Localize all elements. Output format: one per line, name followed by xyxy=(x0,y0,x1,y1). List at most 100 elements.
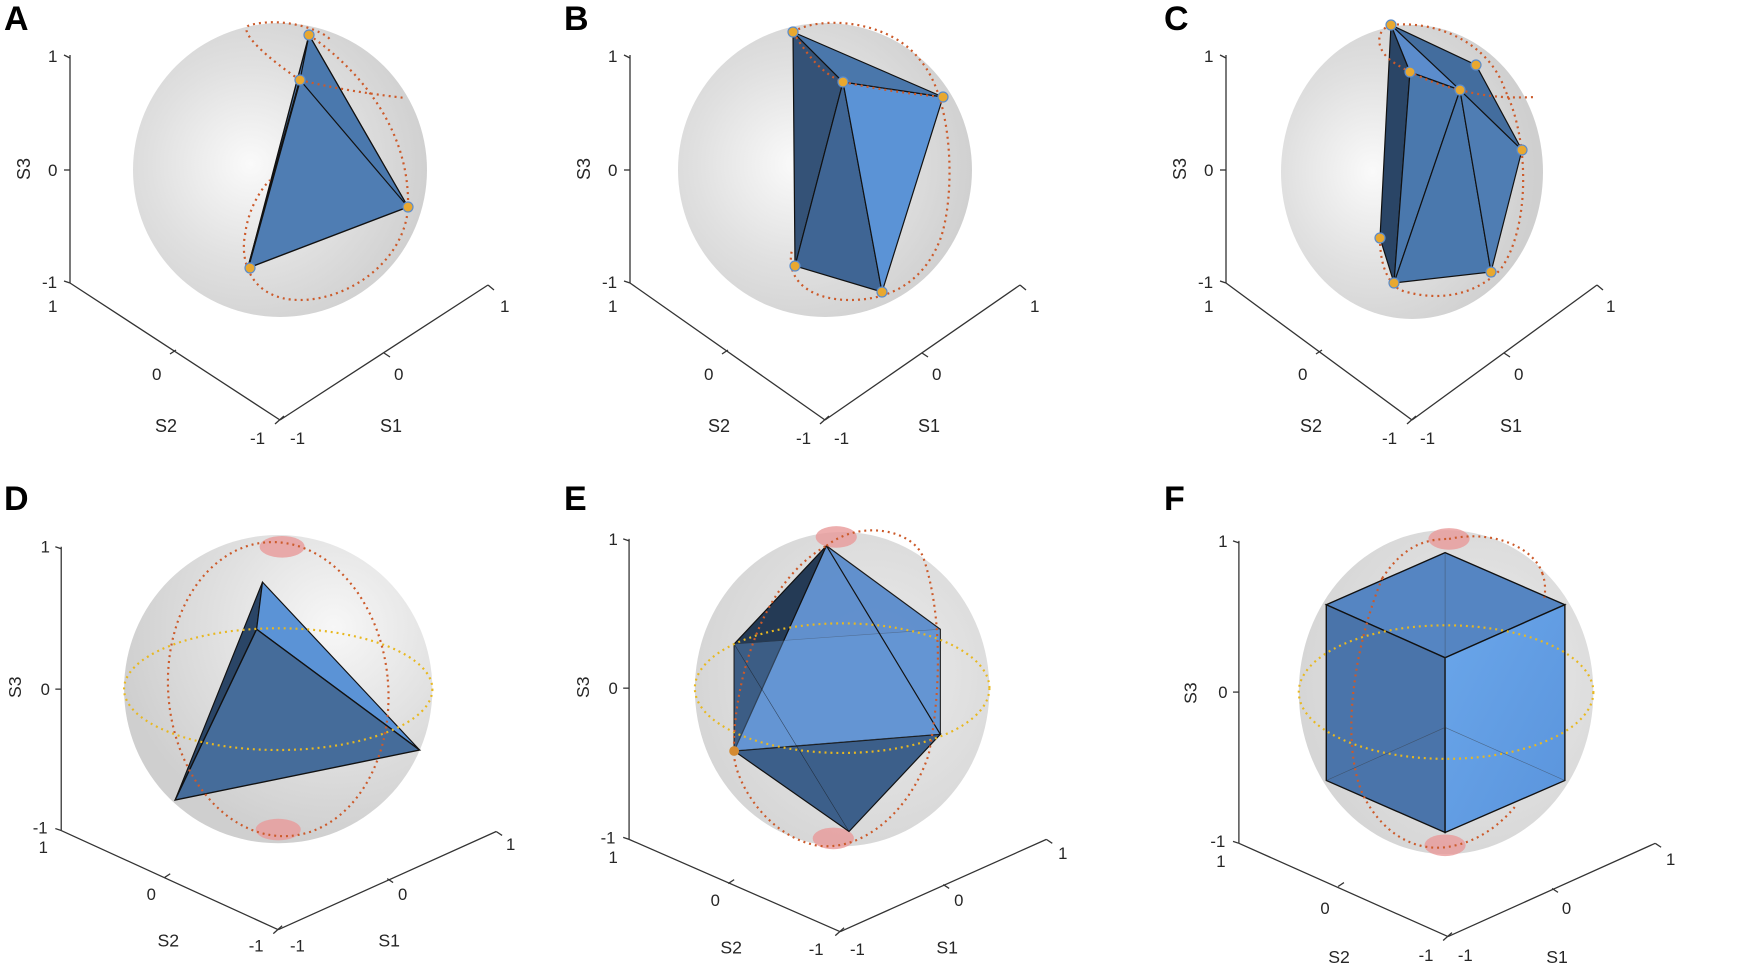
polyhedron-face xyxy=(732,733,942,833)
s3-label: S3 xyxy=(573,676,593,698)
s2-tick: 1 xyxy=(1216,852,1225,871)
s2-tick: 1 xyxy=(1204,297,1213,316)
poincare-sphere-plot: 1 0 -1 S3 1 0 -1 S2 -1 0 1 S1 xyxy=(1181,528,1675,967)
s1-tick: 1 xyxy=(500,297,509,316)
s3-tick: 0 xyxy=(1204,161,1213,180)
pole-patch xyxy=(255,818,301,841)
s2-tick: 0 xyxy=(1320,899,1329,918)
panel-letter: F xyxy=(1164,480,1185,518)
poincare-sphere-plot: 1 0 -1 S3 1 0 -1 S2 -1 0 1 S1 xyxy=(573,526,1067,959)
panel-b: B 1 xyxy=(560,0,1140,488)
s2-tick: 0 xyxy=(704,365,713,384)
pole-patch xyxy=(1424,834,1466,857)
panel-a: A xyxy=(0,0,580,488)
s2-tick: -1 xyxy=(809,940,824,959)
poincare-sphere-plot: 1 0 -1 S3 1 0 -1 S2 -1 0 1 S1 xyxy=(1170,19,1615,448)
s1-label: S1 xyxy=(936,937,958,957)
s3-label: S3 xyxy=(5,676,25,698)
polyhedron-face xyxy=(733,628,941,752)
s1-label: S1 xyxy=(1546,947,1568,967)
polyhedron-face xyxy=(792,31,944,98)
s3-tick: 0 xyxy=(608,679,617,698)
s2-label: S2 xyxy=(708,416,730,436)
s3-tick: 0 xyxy=(1218,683,1227,702)
s2-tick: 1 xyxy=(608,297,617,316)
s2-tick: 1 xyxy=(608,848,617,867)
vertex-markers xyxy=(787,26,949,298)
panel-letter: A xyxy=(4,0,29,38)
s2-tick: 0 xyxy=(152,365,161,384)
s2-tick: -1 xyxy=(796,429,811,448)
s2-tick: 0 xyxy=(1298,365,1307,384)
s1-tick: 1 xyxy=(1666,850,1675,869)
great-circle xyxy=(242,21,410,302)
s3-tick: -1 xyxy=(1210,832,1225,851)
s3-tick: 1 xyxy=(48,47,57,66)
vertex-markers xyxy=(1374,19,1528,289)
s2-label: S2 xyxy=(155,416,177,436)
s3-tick: 0 xyxy=(608,161,617,180)
s2-tick: -1 xyxy=(1419,946,1434,965)
s1-tick: 1 xyxy=(1606,297,1615,316)
s3-tick: -1 xyxy=(602,273,617,292)
s1-label: S1 xyxy=(1500,416,1522,436)
s3-label: S3 xyxy=(1170,158,1190,180)
s2-tick: 0 xyxy=(711,891,720,910)
panel-letter: D xyxy=(4,480,29,518)
polyhedron-face xyxy=(173,628,422,802)
polyhedron-face xyxy=(299,33,409,208)
s3-tick: -1 xyxy=(601,828,616,847)
s3-tick: 1 xyxy=(608,47,617,66)
poincare-sphere-plot: 1 0 -1 S3 1 0 -1 S2 -1 0 1 S1 xyxy=(574,21,1039,448)
s2-tick: 1 xyxy=(48,297,57,316)
s1-tick: 0 xyxy=(394,365,403,384)
s2-label: S2 xyxy=(1300,416,1322,436)
s1-tick: 0 xyxy=(932,365,941,384)
s1-tick: 0 xyxy=(1514,365,1523,384)
s1-tick: -1 xyxy=(1420,429,1435,448)
pole-patch xyxy=(815,526,857,548)
pole-patch xyxy=(1428,528,1470,550)
s3-tick: 1 xyxy=(41,538,50,557)
panel-d: D 1 0 -1 S3 1 0 xyxy=(0,480,580,968)
poincare-sphere-plot: 1 0 -1 S3 1 0 -1 S2 -1 0 1 S1 xyxy=(14,21,509,448)
s1-tick: 1 xyxy=(1030,297,1039,316)
s3-tick: 0 xyxy=(48,161,57,180)
great-circle xyxy=(732,529,939,848)
equator-circle xyxy=(122,627,434,752)
s3-label: S3 xyxy=(1181,682,1201,704)
panel-f: F xyxy=(1160,480,1740,968)
s3-tick: -1 xyxy=(42,273,57,292)
great-circle xyxy=(1378,23,1536,298)
s1-label: S1 xyxy=(378,930,400,950)
s1-tick: -1 xyxy=(834,429,849,448)
s3-tick: 0 xyxy=(41,680,50,699)
s2-tick: -1 xyxy=(1382,429,1397,448)
s2-tick: 1 xyxy=(39,838,48,857)
s3-tick: -1 xyxy=(33,818,48,837)
s2-tick: -1 xyxy=(250,429,265,448)
polyhedron-face xyxy=(1390,24,1461,91)
s1-tick: 0 xyxy=(1562,899,1571,918)
s3-tick: 1 xyxy=(1218,532,1227,551)
poincare-sphere-plot: 1 0 -1 S3 1 0 -1 S2 -1 0 1 S1 xyxy=(5,534,515,955)
vertex-marker xyxy=(729,746,740,756)
s1-tick: 1 xyxy=(506,835,515,854)
equator-circle xyxy=(1297,624,1595,760)
s3-label: S3 xyxy=(14,158,34,180)
cube-face-right xyxy=(1444,603,1566,834)
s1-tick: -1 xyxy=(290,429,305,448)
panel-c: C xyxy=(1160,0,1740,488)
s1-tick: 1 xyxy=(1058,844,1067,863)
s2-label: S2 xyxy=(720,937,742,957)
s1-tick: -1 xyxy=(1458,946,1473,965)
axes xyxy=(1219,54,1604,425)
s1-tick: -1 xyxy=(850,940,865,959)
axes xyxy=(622,538,1053,937)
axes xyxy=(1232,540,1662,941)
vertex-markers xyxy=(244,29,414,274)
panel-letter: E xyxy=(564,480,587,518)
s2-tick: -1 xyxy=(249,936,264,955)
axes xyxy=(63,54,495,425)
panel-letter: B xyxy=(564,0,589,38)
